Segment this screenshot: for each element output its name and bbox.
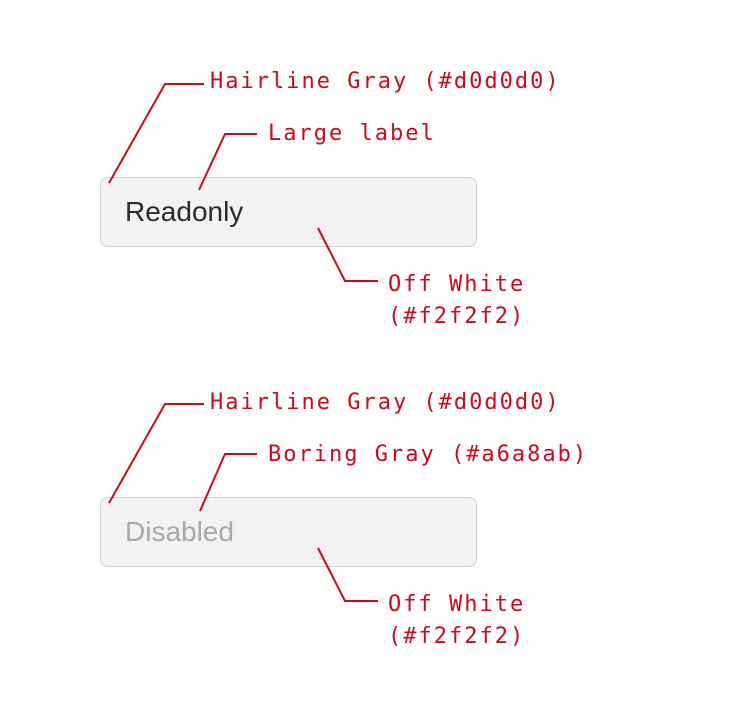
leader-line-hairline-gray-readonly — [108, 83, 204, 184]
annotation-off-white-readonly-line1: Off White — [388, 272, 526, 297]
annotation-hairline-gray-readonly: Hairline Gray (#d0d0d0) — [210, 69, 561, 94]
annotation-off-white-disabled-line1: Off White — [388, 592, 526, 617]
annotation-off-white-disabled-line2: (#f2f2f2) — [388, 624, 526, 649]
annotation-boring-gray: Boring Gray (#a6a8ab) — [268, 442, 589, 467]
annotation-off-white-readonly: Off White (#f2f2f2) — [388, 269, 525, 333]
leader-line-hairline-gray-disabled — [108, 403, 204, 504]
disabled-field-value: Disabled — [125, 516, 234, 547]
readonly-field[interactable]: Readonly — [100, 177, 477, 247]
annotation-off-white-readonly-line2: (#f2f2f2) — [388, 304, 526, 329]
annotation-hairline-gray-disabled: Hairline Gray (#d0d0d0) — [210, 390, 561, 415]
annotation-off-white-disabled: Off White (#f2f2f2) — [388, 589, 525, 653]
annotation-large-label: Large label — [268, 121, 436, 146]
disabled-field: Disabled — [100, 497, 477, 567]
readonly-field-value: Readonly — [125, 196, 244, 227]
